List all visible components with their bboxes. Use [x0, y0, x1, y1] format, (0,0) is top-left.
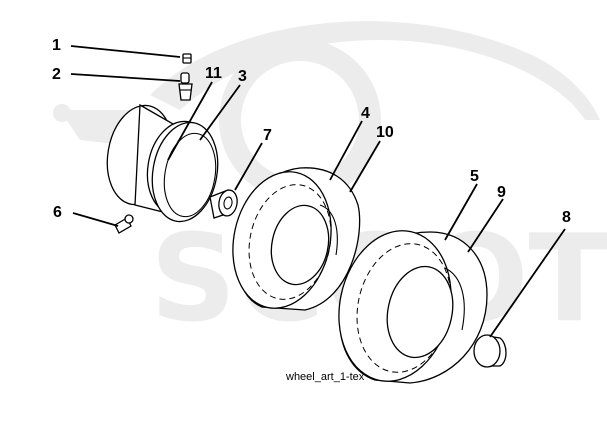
callout-3: 3	[238, 68, 247, 85]
callout-1: 1	[52, 37, 61, 54]
callout-9: 9	[497, 184, 506, 201]
callout-7: 7	[263, 127, 272, 144]
callout-6: 6	[53, 204, 62, 221]
grease-fitting	[114, 214, 134, 234]
tire-inner	[232, 167, 361, 311]
valve-stem	[178, 72, 193, 101]
leader-lines	[70, 45, 566, 338]
tire-outer	[338, 230, 488, 384]
callout-5: 5	[470, 168, 479, 185]
diagram-caption: wheel_art_1-tex	[285, 371, 365, 383]
bushing	[209, 189, 238, 219]
cap-screw	[182, 53, 192, 64]
callout-10: 10	[376, 124, 394, 141]
callout-2: 2	[52, 66, 61, 83]
callout-8: 8	[562, 209, 571, 226]
callout-4: 4	[361, 105, 370, 122]
hub-cap	[473, 334, 507, 368]
callout-11: 11	[205, 65, 222, 82]
rim-flange	[151, 121, 219, 223]
